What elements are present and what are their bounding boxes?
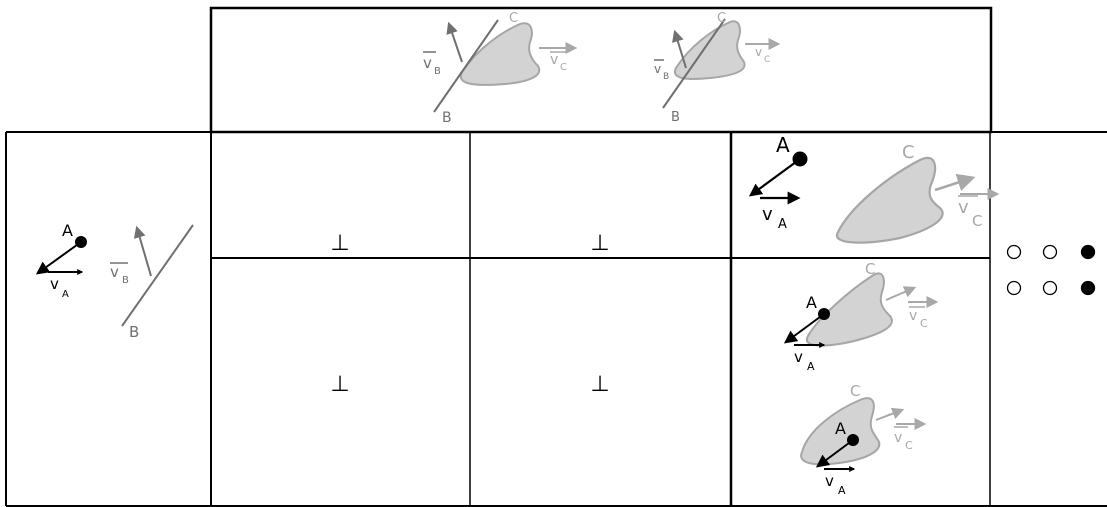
label-vc-sub: C [764, 55, 770, 65]
label-b: B [442, 110, 452, 126]
label-a: A [835, 419, 846, 438]
cell-perp-r2c1: ⊥ [330, 372, 349, 397]
region-c-blob [835, 156, 944, 244]
vector-a-arrow [748, 158, 801, 197]
left-cell-a: A v A [35, 221, 87, 300]
point-a [75, 236, 87, 248]
indicator-circle-filled [1080, 244, 1096, 260]
label-vc: v [909, 308, 917, 324]
label-va: v [825, 472, 834, 490]
label-vc-sub: C [905, 439, 913, 452]
line-b [433, 19, 499, 113]
label-va: v [50, 275, 59, 293]
indicator-circle-empty [1042, 280, 1058, 296]
vector-a-arrow [783, 313, 825, 344]
line-b [121, 224, 194, 327]
label-va-sub: A [838, 484, 846, 497]
indicator-circle-filled [1080, 280, 1096, 296]
label-c: C [850, 382, 860, 400]
label-va-sub: A [807, 360, 815, 373]
region-c-blob [673, 20, 746, 80]
label-vc-sub: C [972, 212, 982, 230]
cell-perp-r1c1: ⊥ [330, 231, 349, 256]
vector-b-arrow [672, 29, 687, 69]
vector-b-arrow [446, 21, 463, 63]
label-vc-sub: C [560, 62, 567, 73]
label-va-sub: A [778, 217, 787, 232]
label-c: C [717, 11, 726, 26]
label-vb-sub: B [434, 66, 441, 77]
label-b: B [129, 323, 139, 341]
vector-b-arrow [133, 225, 152, 277]
point-a [818, 308, 830, 320]
result-r2-bottom: C v C A v A [800, 382, 927, 497]
vector-c-arrow [934, 173, 976, 192]
result-r2-top: C v C A v A [783, 260, 939, 373]
label-c: C [865, 260, 875, 278]
cell-perp-r2c2: ⊥ [590, 372, 609, 397]
label-vb-sub: B [122, 275, 129, 286]
indicator-circle-empty [1042, 244, 1058, 260]
label-vc: v [894, 430, 902, 446]
line-b [662, 18, 726, 109]
label-b: B [671, 110, 680, 125]
left-cell-b: v B B [110, 224, 194, 341]
label-c: C [509, 11, 518, 26]
vector-c-arrow [875, 407, 905, 421]
label-va: v [762, 204, 773, 225]
region-c-blob [459, 22, 541, 86]
header-cell-border [209, 6, 993, 134]
point-a [847, 434, 859, 446]
label-vb-sub: B [663, 72, 669, 82]
label-vc: v [755, 45, 762, 59]
cell-perp-r1c2: ⊥ [590, 231, 609, 256]
header-pair-2: C v B v C B [654, 11, 781, 125]
label-va: v [794, 348, 803, 366]
vector-a-arrow [815, 439, 854, 468]
label-vc: v [958, 197, 969, 218]
result-r1: C v C A v A [748, 133, 1000, 244]
label-vc: v [550, 52, 558, 68]
label-vb: v [423, 54, 432, 72]
label-vb: v [654, 62, 661, 76]
indicator-circles [1006, 244, 1096, 296]
grid-lines [5, 6, 1107, 507]
region-c-blob [800, 397, 881, 466]
vector-a-arrow [35, 241, 82, 275]
label-vc-sub: C [920, 317, 928, 330]
label-va-sub: A [62, 289, 69, 300]
label-vb: v [110, 263, 119, 281]
indicator-circle-empty [1006, 244, 1022, 260]
region-c-blob [805, 272, 893, 347]
label-a: A [776, 133, 790, 157]
point-a [792, 151, 808, 167]
label-c: C [902, 142, 915, 163]
label-a: A [806, 293, 817, 312]
indicator-circle-empty [1006, 280, 1022, 296]
vector-c-arrow [885, 286, 917, 301]
label-a: A [62, 221, 73, 240]
header-pair-1: C v B v C B [423, 11, 578, 126]
